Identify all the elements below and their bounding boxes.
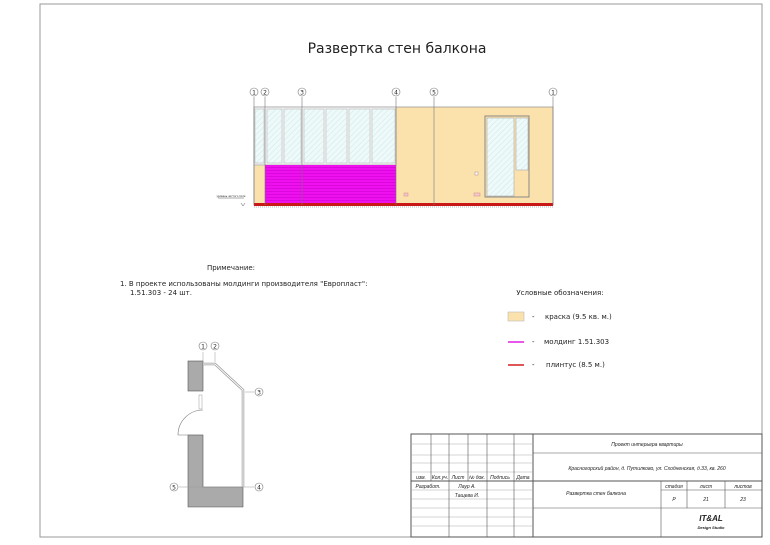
tb-sheets: 23	[739, 497, 746, 503]
window-panes	[254, 108, 396, 164]
baseboard	[254, 203, 553, 206]
floor-level-label: уровень чистого пола	[217, 195, 246, 198]
legend-label: молдинг 1.51.303	[544, 338, 609, 346]
molding-area	[265, 165, 396, 203]
svg-text:-: -	[532, 361, 535, 369]
socket-icon	[474, 171, 479, 176]
axis-label: 4	[394, 90, 398, 97]
note-line: 1. В проекте использованы молдинги произ…	[120, 280, 367, 288]
tb-developed-label: Разработ.	[416, 484, 441, 490]
tb-sheet-title: Развертка стен балкона	[566, 491, 626, 497]
axis-label: 3	[300, 90, 304, 97]
legend-heading: Условные обозначения:	[516, 289, 603, 297]
balcony-plan: 1 2 3 4 5	[169, 341, 264, 508]
tb-sheet: 21	[702, 497, 709, 503]
wall-elevation: 1 2 3 4 5 1 уровень чистого пола	[217, 87, 558, 208]
tb-stage: Р	[672, 497, 676, 503]
tb-sheet-label: лист	[699, 484, 712, 490]
axis-label: 4	[257, 485, 261, 492]
svg-text:-: -	[532, 313, 535, 321]
socket-icon	[403, 192, 409, 197]
axis-label: 2	[213, 344, 217, 351]
axis-label: 1	[551, 90, 555, 97]
tb-developer: Тащева И.	[455, 493, 479, 499]
note-heading: Примечание:	[207, 264, 255, 272]
tb-company: IT&AL	[699, 514, 723, 523]
axis-label: 5	[172, 485, 176, 492]
legend-label: плинтус (8.5 м.)	[546, 361, 605, 369]
tb-header: № док.	[469, 475, 485, 481]
svg-text:-: -	[532, 338, 535, 346]
tb-project: Проект интерьера квартиры	[611, 442, 683, 448]
axis-label: 5	[432, 90, 436, 97]
tb-header: Кол.уч.	[432, 475, 448, 481]
tb-stage-label: стадия	[665, 484, 683, 490]
sheet-frame	[39, 3, 763, 538]
axis-label: 1	[201, 344, 205, 351]
axis-label: 2	[263, 90, 267, 97]
note-line: 1.51.303 - 24 шт.	[130, 289, 192, 297]
page-title: Развертка стен балкона	[308, 41, 487, 57]
tb-developer: Лаур А.	[457, 484, 475, 490]
tb-header: Дата	[515, 475, 529, 481]
tb-header: Подпись	[490, 475, 510, 481]
tb-header: изм.	[416, 475, 426, 481]
legend-label: краска (9.5 кв. м.)	[545, 313, 612, 321]
legend-swatch-paint	[507, 311, 525, 322]
axis-label: 3	[257, 390, 261, 397]
level-arrow-icon	[240, 202, 246, 207]
tb-header: Лист	[451, 475, 465, 481]
tb-company-sub: Design Studio	[698, 525, 725, 530]
title-block	[410, 433, 763, 538]
legend: Условные обозначения: - краска (9.5 кв. …	[507, 289, 612, 369]
socket-icon	[473, 192, 481, 197]
axis-label: 1	[252, 90, 256, 97]
tb-address: Красногорский район, д. Путилково, ул. С…	[568, 465, 725, 472]
tb-sheets-label: листов	[733, 484, 752, 490]
